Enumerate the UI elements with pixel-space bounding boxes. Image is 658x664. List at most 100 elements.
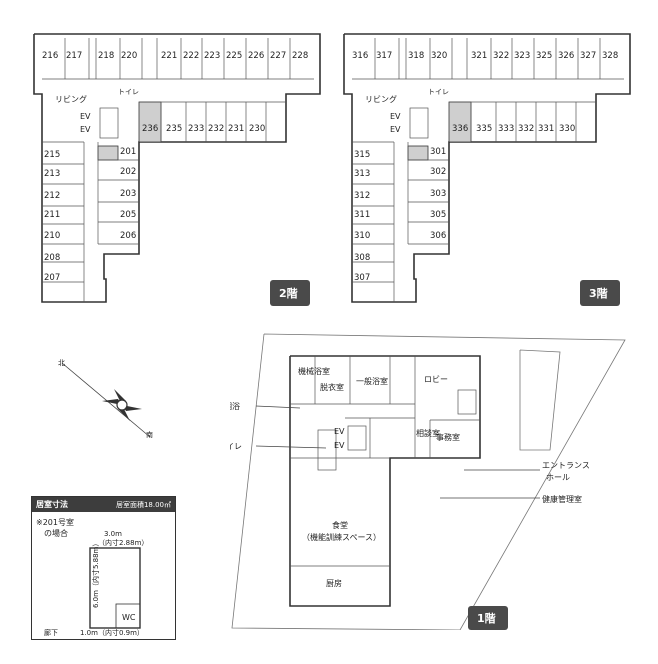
room-320: 320 [431,51,447,61]
room-width-inner: （内寸2.88m） [98,538,148,547]
room-207: 207 [44,273,60,283]
floor2-badge [270,280,310,306]
room-233: 233 [188,124,204,134]
floor3-badge [580,280,620,306]
room-313: 313 [354,169,370,179]
room-227: 227 [270,51,286,61]
room-208: 208 [44,253,60,263]
room-220: 220 [121,51,137,61]
room-size-title: 居室寸法 [36,500,68,509]
floor1-badge [468,606,508,630]
room-226: 226 [248,51,264,61]
room-221: 221 [161,51,177,61]
room-205: 205 [120,210,136,220]
dressing-room-label: 脱衣室 [320,382,344,392]
floor3-plan: 316 317 318 320 321 322 323 325 326 327 … [343,33,631,306]
room-317: 317 [376,51,392,61]
room-225: 225 [226,51,242,61]
room-213: 213 [44,169,60,179]
room-311: 311 [354,210,370,220]
room-330: 330 [559,124,575,134]
room-235: 235 [166,124,182,134]
machine-bath-label: 機械浴室 [298,366,330,376]
compass-south-label: 南 [146,430,153,439]
compass-north-label: 北 [58,359,65,367]
room-315: 315 [354,150,370,160]
consult-room-label: 相談室 [416,428,440,438]
callout-entrance-2: ホール [546,473,570,482]
ev-label-2: EV [80,125,91,134]
room-336: 336 [452,124,468,134]
room-236: 236 [142,124,158,134]
floor2-plan: 216 217 218 220 221 222 223 225 226 227 … [33,33,321,306]
office-label: 事務室 [436,432,460,442]
corridor-label: 廊下 [44,628,58,637]
room-201: 201 [120,147,136,157]
ev-label-2: EV [390,125,401,134]
wc-label: WC [122,613,136,622]
door-width: 1.0m（内寸0.9m） [80,628,144,637]
floor1-badge-label: 1階 [477,611,496,625]
toilet-label: トイレ [428,88,449,96]
room-width: 3.0m [104,530,122,538]
room-318: 318 [408,51,424,61]
room-316: 316 [352,51,368,61]
room-331: 331 [538,124,554,134]
room-328: 328 [602,51,618,61]
room-305: 305 [430,210,446,220]
room-size-area: 居室面積18.00㎡ [115,500,171,509]
room-310: 310 [354,231,370,241]
floor1-plan: 機械浴室 脱衣室 一般浴室 ロビー 相談室 事務室 EV EV 食堂 （機能訓練… [230,333,626,630]
compass-rose: 北 南 [58,359,153,439]
room-210: 210 [44,231,60,241]
room-307: 307 [354,273,370,283]
ev-label-1: EV [80,112,91,121]
room-depth: 6.0m（内寸5.88m） [91,540,100,608]
room-335: 335 [476,124,492,134]
room-223: 223 [204,51,220,61]
room-231: 231 [228,124,244,134]
room-327: 327 [580,51,596,61]
room-outline [89,547,141,629]
room-332: 332 [518,124,534,134]
callout-entrance-1: エントランス [542,461,590,470]
room-222: 222 [183,51,199,61]
room-218: 218 [98,51,114,61]
wc-box [115,603,141,629]
ev-label-2: EV [334,441,345,450]
room-size-diagram: ※201号室 の場合 WC 3.0m （内寸2.88m） 6.0m（内寸5.88… [36,517,148,637]
room-230: 230 [249,124,265,134]
room-228: 228 [292,51,308,61]
lobby-label: ロビー [424,375,448,384]
room-306: 306 [430,231,446,241]
dining-label: 食堂 [332,520,348,530]
living-label: リビング [365,94,397,104]
room-size-note-2: の場合 [44,528,68,538]
room-323: 323 [514,51,530,61]
room-size-panel: 居室寸法 居室面積18.00㎡ ※201号室 の場合 WC 3.0m （内寸2.… [31,496,176,640]
room-321: 321 [471,51,487,61]
callout-health: 健康管理室 [542,494,582,504]
floor2-badge-label: 2階 [279,286,298,300]
callout-bath: 個浴 [230,401,240,411]
kitchen-label: 厨房 [326,578,342,588]
room-333: 333 [498,124,514,134]
room-203: 203 [120,189,136,199]
room-301: 301 [430,147,446,157]
room-232: 232 [208,124,224,134]
room-211: 211 [44,210,60,220]
room-size-note-1: ※201号室 [36,517,74,527]
room-212: 212 [44,191,60,201]
room-302: 302 [430,167,446,177]
floor3-badge-label: 3階 [589,286,608,300]
toilet-label: トイレ [118,88,139,96]
ev-label-1: EV [390,112,401,121]
room-303: 303 [430,189,446,199]
room-202: 202 [120,167,136,177]
room-322: 322 [493,51,509,61]
dining-sub-label: （機能訓練スペース） [302,532,381,542]
room-308: 308 [354,253,370,263]
room-216: 216 [42,51,58,61]
ev-label-1: EV [334,427,345,436]
room-206: 206 [120,231,136,241]
